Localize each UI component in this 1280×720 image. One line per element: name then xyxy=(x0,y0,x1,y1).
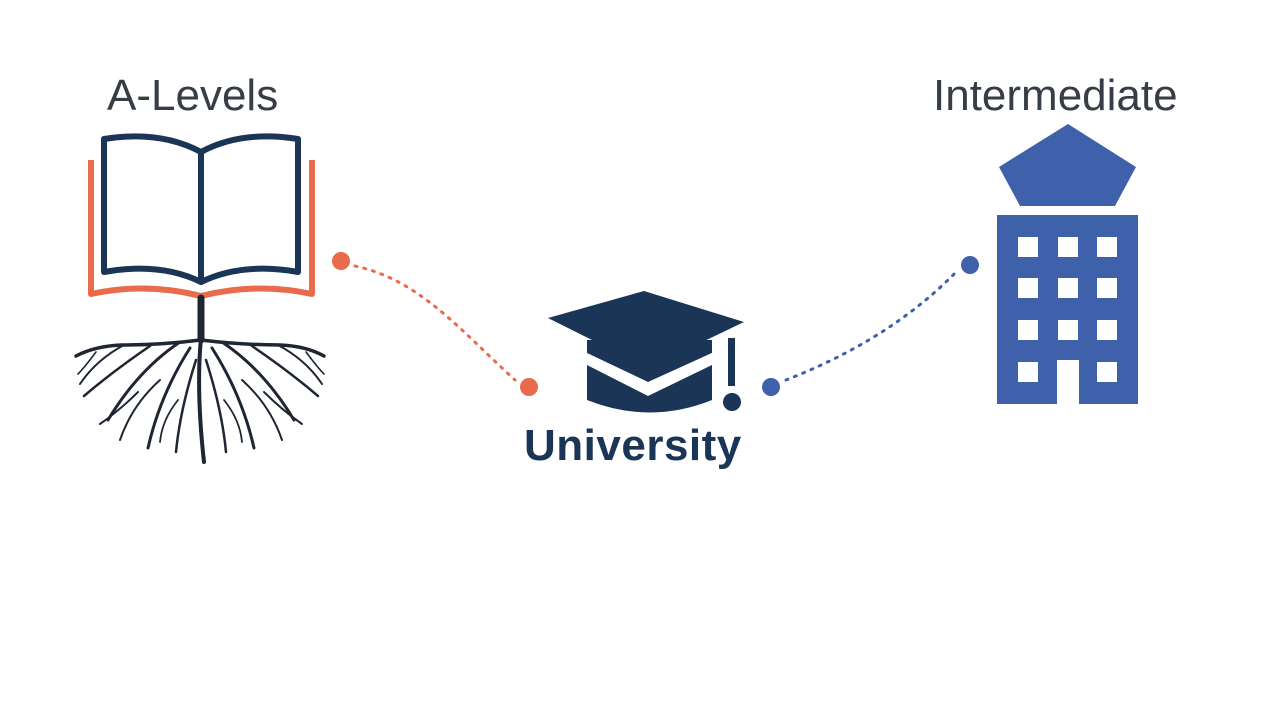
open-book-with-roots-icon xyxy=(74,133,326,464)
building-door xyxy=(1057,360,1079,404)
building-icon xyxy=(997,124,1138,404)
label-a-levels: A-Levels xyxy=(107,71,279,120)
label-university: University xyxy=(524,421,742,470)
book-right-page xyxy=(198,133,301,285)
cap-board xyxy=(548,291,744,368)
connector-left-start-dot xyxy=(332,252,350,270)
cap-tassel-cord xyxy=(728,338,735,386)
connector-right-start-dot xyxy=(762,378,780,396)
connector-left xyxy=(332,252,538,396)
connector-right-end-dot xyxy=(961,256,979,274)
graduation-cap-icon xyxy=(548,291,744,413)
roots-icon xyxy=(74,294,326,464)
connector-right-line xyxy=(784,268,960,382)
book-left-page xyxy=(101,133,204,285)
label-intermediate: Intermediate xyxy=(933,71,1178,120)
cap-band xyxy=(585,352,714,396)
cap-base xyxy=(587,340,712,413)
connector-left-end-dot xyxy=(520,378,538,396)
connector-left-line xyxy=(353,264,517,382)
cap-tassel-knot xyxy=(723,393,741,411)
connector-right xyxy=(762,256,979,396)
building-windows xyxy=(1018,237,1117,382)
building-roof xyxy=(999,124,1136,206)
